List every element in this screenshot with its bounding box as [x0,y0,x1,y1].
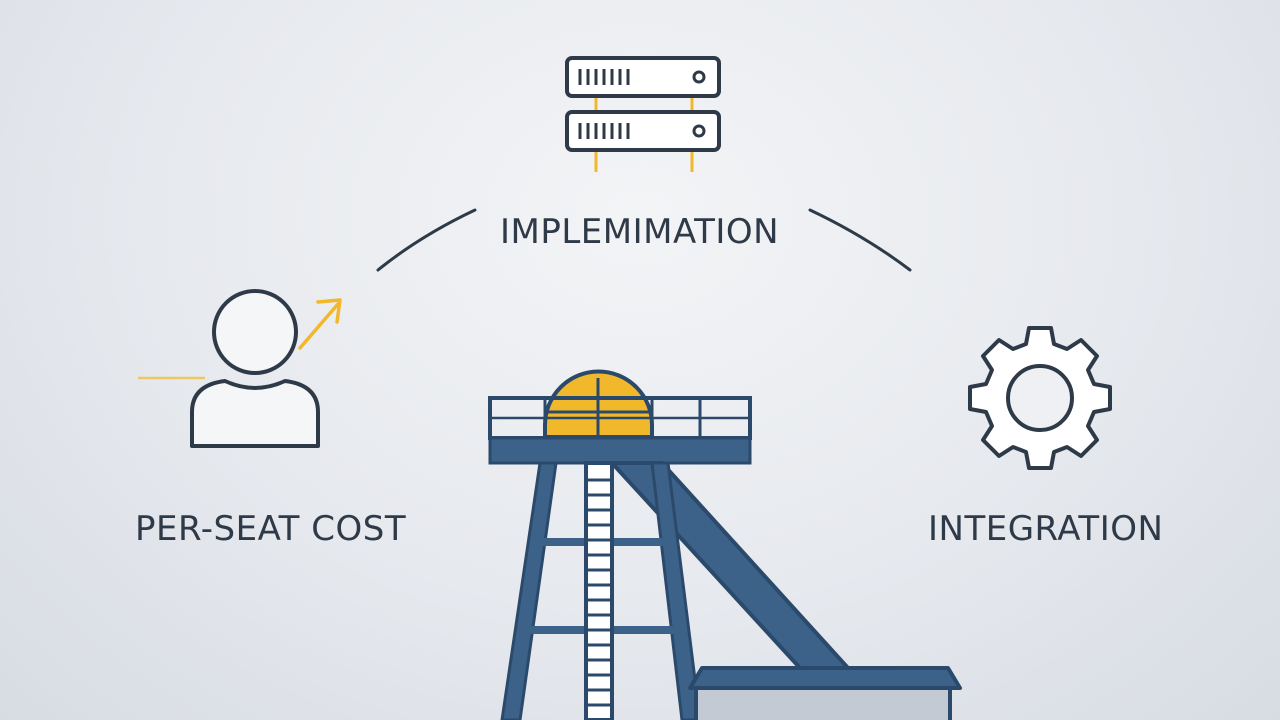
integration-label: INTEGRATION [928,509,1164,549]
implementation-label: IMPLEMIMATION [500,212,780,252]
arc-right-connector [808,208,912,272]
mine-headframe-icon [488,369,962,720]
server-icon [565,56,721,172]
user-icon [138,289,320,448]
arc-left-connector [376,208,477,272]
gear-icon [968,326,1112,470]
per-seat-cost-label: PER-SEAT COST [135,509,407,549]
growth-arrow-icon [298,298,342,350]
